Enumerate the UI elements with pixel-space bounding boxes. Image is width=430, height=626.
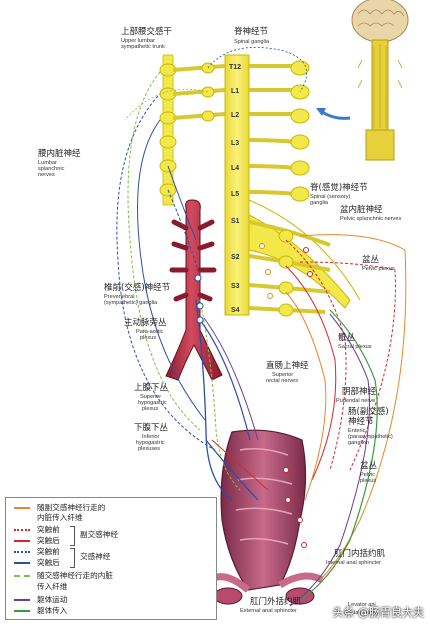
- label-upper-lumbar-en: Upper lumbar: [121, 38, 155, 44]
- label-para-aortic-en2: plexus: [140, 335, 156, 341]
- label-pelvic-plexus-en: Pelvic plexus: [362, 266, 395, 272]
- label-sacral-plexus-en: Sacral plexus: [338, 344, 372, 350]
- nerve-pathways: [116, 47, 407, 607]
- label-pudendal-en: Pudendal nerve: [336, 398, 375, 404]
- label-lumbar-splanchnic-en3: nerves: [38, 172, 55, 178]
- segment-L1: L1: [231, 88, 239, 95]
- label-superior-rectal-en2: rectal nerves: [266, 378, 298, 384]
- legend-text: 突触后: [37, 536, 60, 545]
- label-external-sphincter: 肛门外括约肌: [250, 596, 302, 607]
- label-pelvic-plexus-2-en2: plexus: [360, 478, 376, 484]
- label-external-sphincter-en: External anal sphincter: [240, 608, 297, 614]
- segment-S4: S4: [231, 307, 240, 314]
- label-prevertebral: 椎前(交感)神经节: [104, 282, 171, 293]
- legend-group-para: 副交感神经: [80, 530, 118, 539]
- label-pelvic-plexus-2-en: Pelvic: [360, 472, 375, 478]
- label-inf-hypogastric-en3: plexuses: [138, 446, 160, 452]
- label-superior-rectal: 直肠上神经: [266, 360, 309, 371]
- label-spinal-ganglia: 脊神经节: [234, 26, 269, 37]
- anatomical-labels: 上部腰交感干 Upper lumbar sympathetic trunk 脊神…: [38, 26, 401, 616]
- segment-L5: L5: [231, 191, 239, 198]
- label-sacral-plexus: 骶丛: [338, 332, 356, 343]
- label-upper-lumbar-en2: sympathetic trunk: [121, 44, 165, 50]
- label-sup-hypogastric-en: Superior: [140, 394, 161, 400]
- label-pelvic-splanchnic-en: Pelvic splanchnic nerves: [340, 216, 401, 222]
- label-inf-hypogastric: 下腹下丛: [134, 422, 169, 433]
- rectum: [208, 429, 324, 605]
- label-para-aortic: 主动脉旁丛: [124, 317, 167, 328]
- legend-brace-para: [70, 526, 75, 546]
- legend-swatch: [14, 599, 30, 601]
- legend-swatch: [14, 575, 30, 577]
- segment-L2: L2: [231, 112, 239, 119]
- label-levator-en2: (rectal) nerves: [344, 610, 380, 616]
- segment-L3: L3: [231, 140, 239, 147]
- label-sensory-ganglia-en2: ganglia: [310, 200, 329, 206]
- legend-text: 躯体运动: [37, 595, 68, 604]
- label-enteric-2: 神经节: [348, 416, 374, 427]
- legend-brace-symp: [70, 548, 75, 568]
- legend-text: 随交感神经行走的内脏: [37, 571, 113, 580]
- legend-text: 内脏传入纤维: [37, 513, 83, 522]
- legend-swatch: [14, 529, 30, 531]
- label-prevertebral-en: Prevertebral: [104, 294, 134, 300]
- legend-swatch: [14, 540, 30, 542]
- label-prevertebral-en2: (sympathetic) ganglia: [104, 300, 158, 306]
- aorta: [165, 199, 223, 381]
- label-lumbar-splanchnic-en2: splanchnic: [38, 166, 65, 172]
- label-lumbar-splanchnic: 腰内脏神经: [38, 148, 81, 159]
- label-enteric-en3: ganglion: [348, 440, 369, 446]
- label-enteric: 肠(副交感): [348, 406, 389, 417]
- label-pelvic-splanchnic: 盆内脏神经: [340, 204, 383, 215]
- label-sup-hypogastric: 上腹下丛: [134, 382, 169, 393]
- label-pelvic-plexus-2: 盆丛: [360, 460, 378, 471]
- legend-text: 传入纤维: [37, 582, 68, 591]
- segment-S2: S2: [231, 254, 240, 261]
- legend: 随副交感神经行走的 内脏传入纤维 突触前 突触后 突触前 突触后 副交感神经 交…: [5, 497, 217, 620]
- legend-swatch: [14, 610, 30, 612]
- legend-swatch: [14, 551, 30, 553]
- label-enteric-en2: (parasympathetic): [348, 434, 393, 440]
- label-upper-lumbar: 上部腰交感干: [121, 26, 173, 37]
- legend-text: 突触前: [37, 547, 60, 556]
- label-enteric-en: Enteric: [348, 428, 366, 434]
- label-para-aortic-en: Para-aortic: [136, 329, 164, 335]
- label-spinal-ganglia-en: Spinal ganglia: [234, 39, 270, 45]
- brain-spinal-cord-inset: [316, 0, 409, 161]
- label-inf-hypogastric-en2: hypogastric: [136, 440, 165, 446]
- label-internal-sphincter-en: Internal anal sphincter: [326, 560, 381, 566]
- legend-text: 突触前: [37, 525, 60, 534]
- segment-S3: S3: [231, 283, 240, 290]
- label-sensory-ganglia-en: Spinal (sensory): [310, 194, 351, 200]
- label-levator: Levator ani: [348, 602, 376, 608]
- label-sup-hypogastric-en2: hypogastric: [138, 400, 167, 406]
- segment-T12: T12: [229, 64, 241, 71]
- segment-S1: S1: [231, 218, 240, 225]
- label-sensory-ganglia: 脊(感觉)神经节: [310, 182, 368, 193]
- legend-swatch: [14, 507, 30, 509]
- segment-labels: T12 L1 L2 L3 L4 L5 S1 S2 S3 S4: [229, 64, 241, 314]
- legend-text: 躯体传入: [37, 606, 68, 615]
- label-pudendal: 阴部神经: [342, 386, 377, 397]
- legend-text: 随副交感神经行走的: [37, 503, 106, 512]
- legend-swatch: [14, 562, 30, 564]
- spinal-roots: [172, 60, 331, 317]
- label-inf-hypogastric-en: Inferior: [142, 434, 160, 440]
- legend-text: 突触后: [37, 558, 60, 567]
- legend-group-symp: 交感神经: [80, 552, 111, 561]
- spinal-cord: [224, 54, 361, 316]
- label-superior-rectal-en: Superior: [272, 372, 293, 378]
- label-internal-sphincter: 肛门内括约肌: [334, 548, 386, 559]
- label-pelvic-plexus: 盆丛: [362, 254, 380, 265]
- label-lumbar-splanchnic-en: Lumbar: [38, 160, 57, 166]
- watermark: 头条 @肠胃良大夫: [332, 606, 425, 619]
- segment-L4: L4: [231, 165, 239, 172]
- label-sup-hypogastric-en3: plexus: [142, 406, 158, 412]
